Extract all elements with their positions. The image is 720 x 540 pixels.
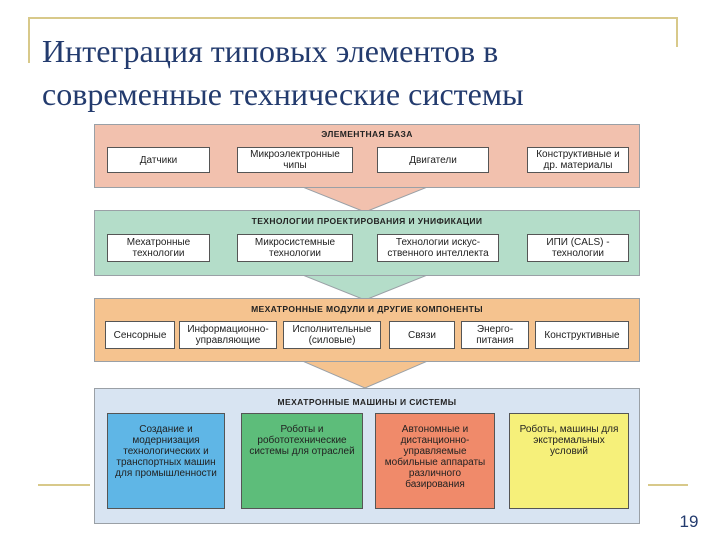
tech-mechatronic: Мехатронные технологии	[107, 234, 210, 262]
system-autonomous-vehicles: Автономные и дистанционно-управляемые мо…	[375, 413, 495, 509]
system-industrial-machines: Создание и модернизация технологических …	[107, 413, 225, 509]
band-mechatronic-modules: МЕХАТРОННЫЕ МОДУЛИ И ДРУГИЕ КОМПОНЕНТЫ С…	[94, 298, 640, 362]
band-title: МЕХАТРОННЫЕ МОДУЛИ И ДРУГИЕ КОМПОНЕНТЫ	[251, 304, 483, 314]
element-motors: Двигатели	[377, 147, 489, 173]
system-extreme-robots: Роботы, машины для экстремальных условий	[509, 413, 629, 509]
system-robots-industries: Роботы и робототехнические системы для о…	[241, 413, 363, 509]
element-materials: Конструктивные и др. материалы	[527, 147, 629, 173]
arrow-down-1	[300, 186, 430, 212]
module-sensor: Сенсорные	[105, 321, 175, 349]
arrow-down-3	[300, 360, 430, 388]
slide-title: Интеграция типовых элементов в современн…	[42, 30, 682, 116]
decorative-bottom-right-rule	[648, 484, 688, 486]
band-design-technologies: ТЕХНОЛОГИИ ПРОЕКТИРОВАНИЯ И УНИФИКАЦИИ М…	[94, 210, 640, 276]
slide-title-line-2: современные технические системы	[42, 76, 524, 112]
module-structural: Конструктивные	[535, 321, 629, 349]
module-links: Связи	[389, 321, 455, 349]
tech-ai: Технологии искус-ственного интеллекта	[377, 234, 499, 262]
band-title: ЭЛЕМЕНТНАЯ БАЗА	[321, 129, 413, 139]
slide-title-line-1: Интеграция типовых элементов в	[42, 33, 499, 69]
arrow-down-2	[300, 274, 430, 300]
tech-cals: ИПИ (CALS) - технологии	[527, 234, 629, 262]
decorative-left-rule	[28, 17, 30, 63]
module-control: Информационно-управляющие	[179, 321, 277, 349]
band-element-base: ЭЛЕМЕНТНАЯ БАЗА Датчики Микроэлектронные…	[94, 124, 640, 188]
element-sensors: Датчики	[107, 147, 210, 173]
decorative-bottom-left-rule	[38, 484, 90, 486]
module-actuator: Исполнительные (силовые)	[283, 321, 381, 349]
page-number: 19	[679, 512, 699, 531]
band-mechatronic-systems: МЕХАТРОННЫЕ МАШИНЫ И СИСТЕМЫ Создание и …	[94, 388, 640, 524]
decorative-right-rule	[676, 17, 678, 47]
band-title: ТЕХНОЛОГИИ ПРОЕКТИРОВАНИЯ И УНИФИКАЦИИ	[251, 216, 483, 226]
band-title: МЕХАТРОННЫЕ МАШИНЫ И СИСТЕМЫ	[277, 397, 457, 407]
module-power: Энерго-питания	[461, 321, 529, 349]
tech-microsystem: Микросистемные технологии	[237, 234, 353, 262]
element-microchips: Микроэлектронные чипы	[237, 147, 353, 173]
decorative-top-rule	[30, 17, 678, 19]
